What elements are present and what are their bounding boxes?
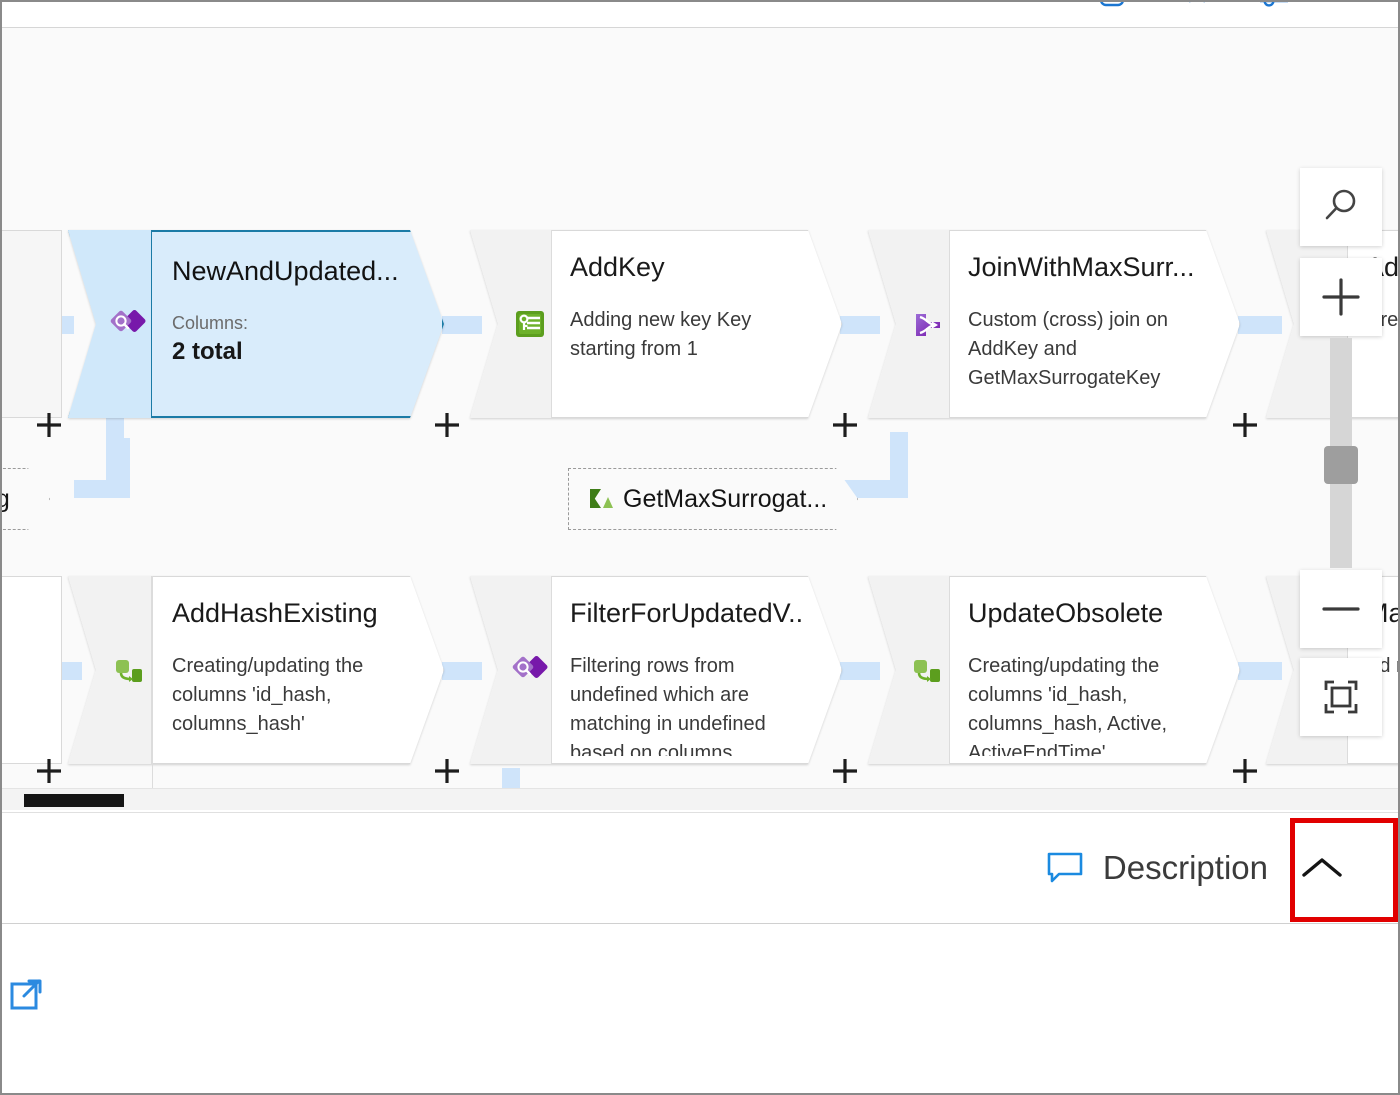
node-join-with-max-surrogate[interactable]: JoinWithMaxSurr... Custom (cross) join o… [868, 230, 1240, 418]
description-detail-pane [2, 924, 1398, 1093]
description-bar: Description [2, 812, 1398, 924]
derive-filter-icon [110, 306, 146, 342]
node-add-key[interactable]: AddKey Adding new key Key starting from … [470, 230, 842, 418]
join-icon [910, 306, 946, 342]
node-edge-guide [152, 576, 153, 810]
plus-icon [1318, 274, 1364, 320]
description-label: Description [1102, 849, 1268, 886]
zoom-slider[interactable] [1324, 338, 1358, 568]
node-title: ng [2, 485, 10, 514]
open-in-new-icon[interactable] [8, 974, 48, 1014]
fit-to-screen-button[interactable] [1300, 658, 1382, 736]
edge-connector [442, 316, 482, 334]
alter-row-icon [112, 652, 148, 688]
add-step-button[interactable] [34, 410, 64, 440]
node-title: FilterForUpdatedV... [570, 598, 802, 628]
node-title: AddHashExisting [172, 598, 378, 628]
edge-connector [112, 438, 130, 498]
refresh-icon[interactable] [1177, 2, 1217, 14]
node-add-hash-existing[interactable]: AddHashExisting Creating/updating the co… [68, 576, 444, 764]
node-title: GetMaxSurrogat... [623, 484, 828, 513]
comment-bubble-icon [1045, 848, 1085, 888]
toolbar-strip [2, 2, 1398, 28]
horizontal-scrollbar[interactable] [2, 788, 1398, 810]
node-title: NewAndUpdated... [172, 256, 399, 286]
horizontal-scrollbar-thumb[interactable] [24, 794, 124, 807]
settings-slider-icon[interactable] [1254, 2, 1294, 14]
node-new-and-updated[interactable]: NewAndUpdated... Columns: 2 total [68, 230, 444, 418]
add-step-button[interactable] [1230, 410, 1260, 440]
search-icon [1318, 184, 1364, 230]
node-columns-value: 2 total [172, 338, 243, 365]
zoom-in-button[interactable] [1300, 258, 1382, 336]
node-title: AddKey [570, 252, 665, 282]
edge-connector [890, 432, 908, 494]
edge-connector [840, 662, 880, 680]
fit-to-screen-icon [1318, 674, 1364, 720]
aggregate-icon [587, 486, 613, 512]
edge-connector [840, 316, 880, 334]
zoom-out-button[interactable] [1300, 570, 1382, 648]
add-step-button[interactable] [34, 756, 64, 786]
node-partial-left-bottom[interactable]: e [2, 576, 62, 764]
add-step-button[interactable] [1230, 756, 1260, 786]
add-step-button[interactable] [432, 410, 462, 440]
rename-icon[interactable] [1092, 2, 1132, 14]
description-collapse-button[interactable] [1274, 820, 1370, 916]
node-partial-left-top[interactable] [2, 230, 62, 418]
search-button[interactable] [1300, 168, 1382, 246]
edge-connector [442, 662, 482, 680]
add-step-button[interactable] [432, 756, 462, 786]
chevron-up-icon [1299, 853, 1345, 883]
node-columns-label: Columns: [172, 313, 249, 333]
node-description: Creating/updating the columns 'id_hash, … [968, 655, 1167, 756]
node-update-obsolete[interactable]: UpdateObsolete Creating/updating the col… [868, 576, 1240, 764]
node-title: UpdateObsolete [968, 598, 1164, 628]
derive-filter-icon [512, 652, 548, 688]
node-description: Custom (cross) join on AddKey and GetMax… [968, 309, 1169, 389]
alter-row-icon [910, 652, 946, 688]
add-step-button[interactable] [830, 756, 860, 786]
flow-canvas[interactable]: NewAndUpdated... Columns: 2 total [2, 28, 1398, 810]
edge-connector [1238, 662, 1282, 680]
zoom-controls[interactable] [1300, 168, 1382, 736]
node-filter-for-updated-values[interactable]: FilterForUpdatedV... Filtering rows from… [470, 576, 842, 764]
minus-icon [1318, 586, 1364, 632]
surrogate-key-icon [512, 306, 548, 342]
node-description: Adding new key Key starting from 1 [570, 309, 752, 360]
node-partial-left-dashed[interactable]: ng [2, 468, 50, 530]
node-get-max-surrogate-key[interactable]: GetMaxSurrogat... [568, 468, 858, 530]
node-description: Creating/updating the columns 'id_hash, … [172, 655, 364, 735]
description-label-group[interactable]: Description [1045, 848, 1268, 888]
edge-connector [1238, 316, 1282, 334]
zoom-slider-thumb[interactable] [1324, 446, 1358, 484]
add-step-button[interactable] [830, 410, 860, 440]
node-title: JoinWithMaxSurr... [968, 252, 1195, 282]
node-description: Filtering rows from undefined which are … [570, 655, 766, 756]
